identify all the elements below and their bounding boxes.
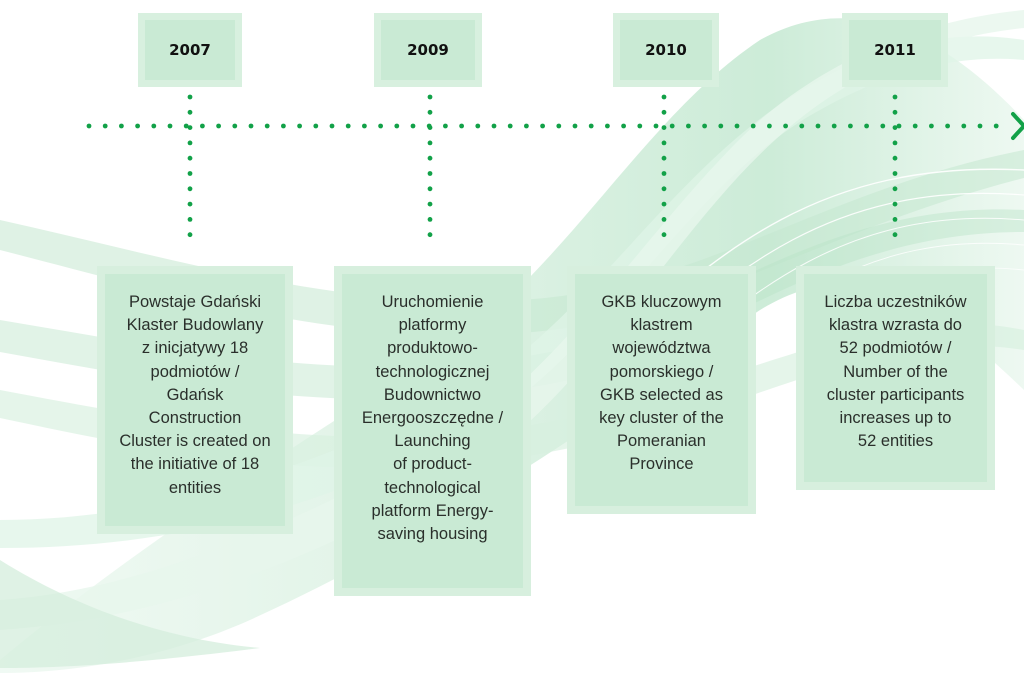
event-description: Powstaje Gdański Klaster Budowlany z ini…: [119, 293, 271, 497]
event-description: Uruchomienie platformy produktowo- techn…: [361, 293, 504, 544]
event-box: Liczba uczestników klastra wzrasta do 52…: [796, 266, 995, 490]
year-box: 2010: [613, 13, 719, 87]
year-box: 2007: [138, 13, 242, 87]
event-box: GKB kluczowym klastrem województwa pomor…: [567, 266, 756, 514]
event-box: Uruchomienie platformy produktowo- techn…: [334, 266, 531, 596]
event-box: Powstaje Gdański Klaster Budowlany z ini…: [97, 266, 293, 534]
event-description: GKB kluczowym klastrem województwa pomor…: [599, 293, 724, 474]
event-description: Liczba uczestników klastra wzrasta do 52…: [824, 293, 967, 451]
year-box: 2009: [374, 13, 482, 87]
year-box: 2011: [842, 13, 948, 87]
